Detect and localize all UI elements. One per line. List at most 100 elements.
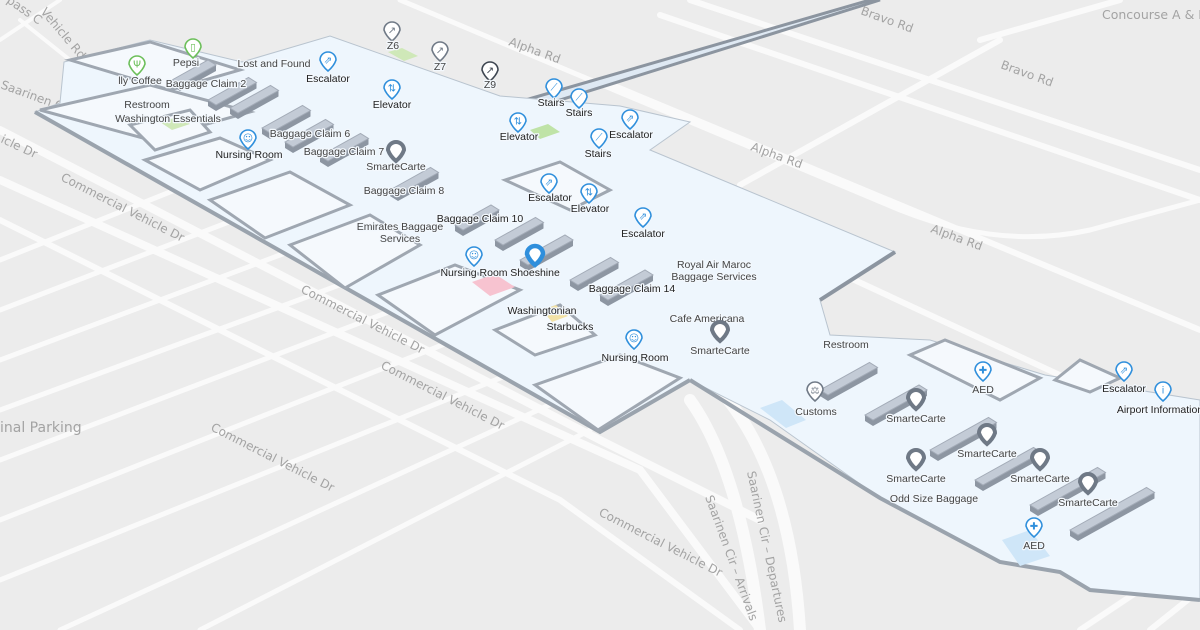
svg-text:☺: ☺ xyxy=(243,134,253,145)
poi-elevator[interactable]: ⇅Elevator xyxy=(498,112,540,144)
poi-label: Nursing Room xyxy=(215,149,282,161)
poi-washington-essentials[interactable]: Washington Essentials xyxy=(114,112,222,127)
poi-washingtonian[interactable]: Washingtonian xyxy=(506,304,578,319)
gate-arrow-icon: ↗ xyxy=(481,61,499,83)
escalator-icon: ⇗ xyxy=(621,109,639,131)
poi-label: Escalator xyxy=(528,192,572,204)
poi-smartecarte[interactable]: SmarteCarte xyxy=(1009,448,1071,486)
poi-customs[interactable]: ⚖Customs xyxy=(794,381,838,419)
poi-baggage-claim-7[interactable]: Baggage Claim 7 xyxy=(302,145,385,160)
pin-icon xyxy=(976,423,998,447)
pin-icon xyxy=(1077,472,1099,496)
poi-nursing-room[interactable]: ☺Nursing Room xyxy=(600,329,670,365)
svg-text:⟋: ⟋ xyxy=(576,93,583,104)
poi-label: SmarteCarte xyxy=(690,345,750,357)
poi-escalator[interactable]: ⇗Escalator xyxy=(527,173,574,205)
poi-nursing-room[interactable]: ☺ Nursing Room xyxy=(439,246,509,280)
poi-label: Royal Air Maroc xyxy=(677,259,751,271)
poi-lost-and-found[interactable]: Lost and Found xyxy=(236,57,312,72)
poi-label: Stairs xyxy=(585,148,612,160)
svg-text:☺: ☺ xyxy=(629,334,639,345)
pin-icon xyxy=(709,320,731,344)
poi-escalator[interactable]: ⇗Escalator xyxy=(608,109,655,142)
poi-label: Washingtonian xyxy=(507,305,576,317)
poi-label: Nursing Room xyxy=(440,267,507,279)
poi-z6[interactable]: ↗Z6 xyxy=(383,21,401,53)
poi-z9[interactable]: ↗ Z9 xyxy=(481,61,499,92)
escalator-icon: ⇗ xyxy=(634,207,652,229)
nursing-icon: ☺ xyxy=(625,329,643,351)
poi-baggage-services[interactable]: Baggage Services xyxy=(670,270,758,285)
svg-text:☺: ☺ xyxy=(469,251,479,262)
poi-baggage-claim-10[interactable]: Baggage Claim 10 xyxy=(436,212,525,227)
poi-aed[interactable]: ✚AED xyxy=(971,361,995,397)
poi-shoeshine[interactable]: Shoeshine xyxy=(509,243,561,280)
poi-nursing-room[interactable]: ☺ Nursing Room xyxy=(214,129,284,162)
poi-label: Airport Information xyxy=(1117,404,1200,416)
nursing-icon: ☺ xyxy=(239,129,257,151)
poi-elevator[interactable]: ⇅Elevator xyxy=(371,79,413,112)
poi-escalator[interactable]: ⇗Escalator xyxy=(620,207,667,241)
svg-text:✚: ✚ xyxy=(1030,522,1038,533)
poi-smartecarte[interactable]: SmarteCarte xyxy=(885,388,947,426)
poi-label: Restroom xyxy=(823,339,869,351)
nursing-icon: ☺ xyxy=(465,246,483,268)
poi-escalator[interactable]: ⇗Escalator xyxy=(1101,361,1148,396)
poi-cafe-americana[interactable]: Cafe Americana xyxy=(668,312,745,327)
svg-text:⇗: ⇗ xyxy=(1120,366,1128,377)
poi-label: Emirates Baggage xyxy=(357,221,444,233)
poi-smartecarte[interactable]: SmarteCarte xyxy=(1057,472,1119,510)
poi-label: Baggage Claim 6 xyxy=(270,128,351,140)
poi-label: Z9 xyxy=(484,79,496,91)
baggage-carousel xyxy=(819,361,879,396)
poi-baggage-claim-8[interactable]: Baggage Claim 8 xyxy=(362,184,445,199)
poi-baggage-claim-2[interactable]: Baggage Claim 2 xyxy=(164,77,247,92)
poi-emirates-baggage[interactable]: Emirates Baggage xyxy=(356,220,445,235)
poi-aed[interactable]: ✚AED xyxy=(1022,517,1046,553)
gate-arrow-icon: ↗ xyxy=(431,41,449,63)
poi-restroom[interactable]: Restroom xyxy=(822,338,870,353)
svg-text:↗: ↗ xyxy=(436,46,444,57)
poi-baggage-claim-14[interactable]: Baggage Claim 14 xyxy=(588,282,677,297)
svg-text:⟋: ⟋ xyxy=(596,133,603,144)
poi-label: Services xyxy=(380,233,420,245)
poi-stairs[interactable]: ⟋Stairs xyxy=(536,78,566,110)
poi-label: SmarteCarte xyxy=(886,413,946,425)
poi-label: AED xyxy=(972,384,994,396)
poi-smartecarte[interactable]: SmarteCarte xyxy=(956,423,1018,461)
poi-royal-air-maroc[interactable]: Royal Air Maroc xyxy=(676,258,753,273)
poi-label: Shoeshine xyxy=(510,267,560,279)
poi-services[interactable]: Services xyxy=(379,232,422,247)
vending-icon: ▯ xyxy=(184,38,202,60)
aed-icon: ✚ xyxy=(974,361,992,383)
pin-icon xyxy=(385,140,407,164)
poi-starbucks[interactable]: Starbucks xyxy=(545,320,594,335)
poi-label: Washington Essentials xyxy=(115,113,221,125)
svg-text:⟋: ⟋ xyxy=(551,83,558,94)
poi-label: Customs xyxy=(795,406,836,418)
svg-text:↗: ↗ xyxy=(486,66,494,77)
poi-smartecarte[interactable]: SmarteCarte xyxy=(885,448,947,486)
poi-pepsi[interactable]: ▯Pepsi xyxy=(172,38,202,70)
baggage-carousel xyxy=(229,84,280,114)
poi-odd-size-baggage[interactable]: Odd Size Baggage xyxy=(889,492,980,507)
poi-elevator[interactable]: ⇅Elevator xyxy=(569,183,611,216)
poi-label: SmarteCarte xyxy=(886,473,946,485)
road-label: Alpha Rd xyxy=(507,35,562,67)
poi-z7[interactable]: ↗Z7 xyxy=(431,41,449,74)
poi-label: SmarteCarte xyxy=(957,448,1017,460)
poi-restroom[interactable]: Restroom xyxy=(123,98,171,113)
poi-escalator[interactable]: ⇗Escalator xyxy=(305,51,352,86)
poi-smartecarte[interactable]: SmarteCarte xyxy=(689,320,751,358)
poi-stairs[interactable]: ⟋Stairs xyxy=(564,88,594,120)
poi-label: Elevator xyxy=(373,99,412,111)
poi-smartecarte[interactable]: SmarteCarte xyxy=(365,140,427,174)
poi-baggage-claim-6[interactable]: Baggage Claim 6 xyxy=(268,127,351,142)
escalator-icon: ⇗ xyxy=(540,173,558,195)
poi-stairs[interactable]: ⟋ Stairs xyxy=(583,128,613,161)
